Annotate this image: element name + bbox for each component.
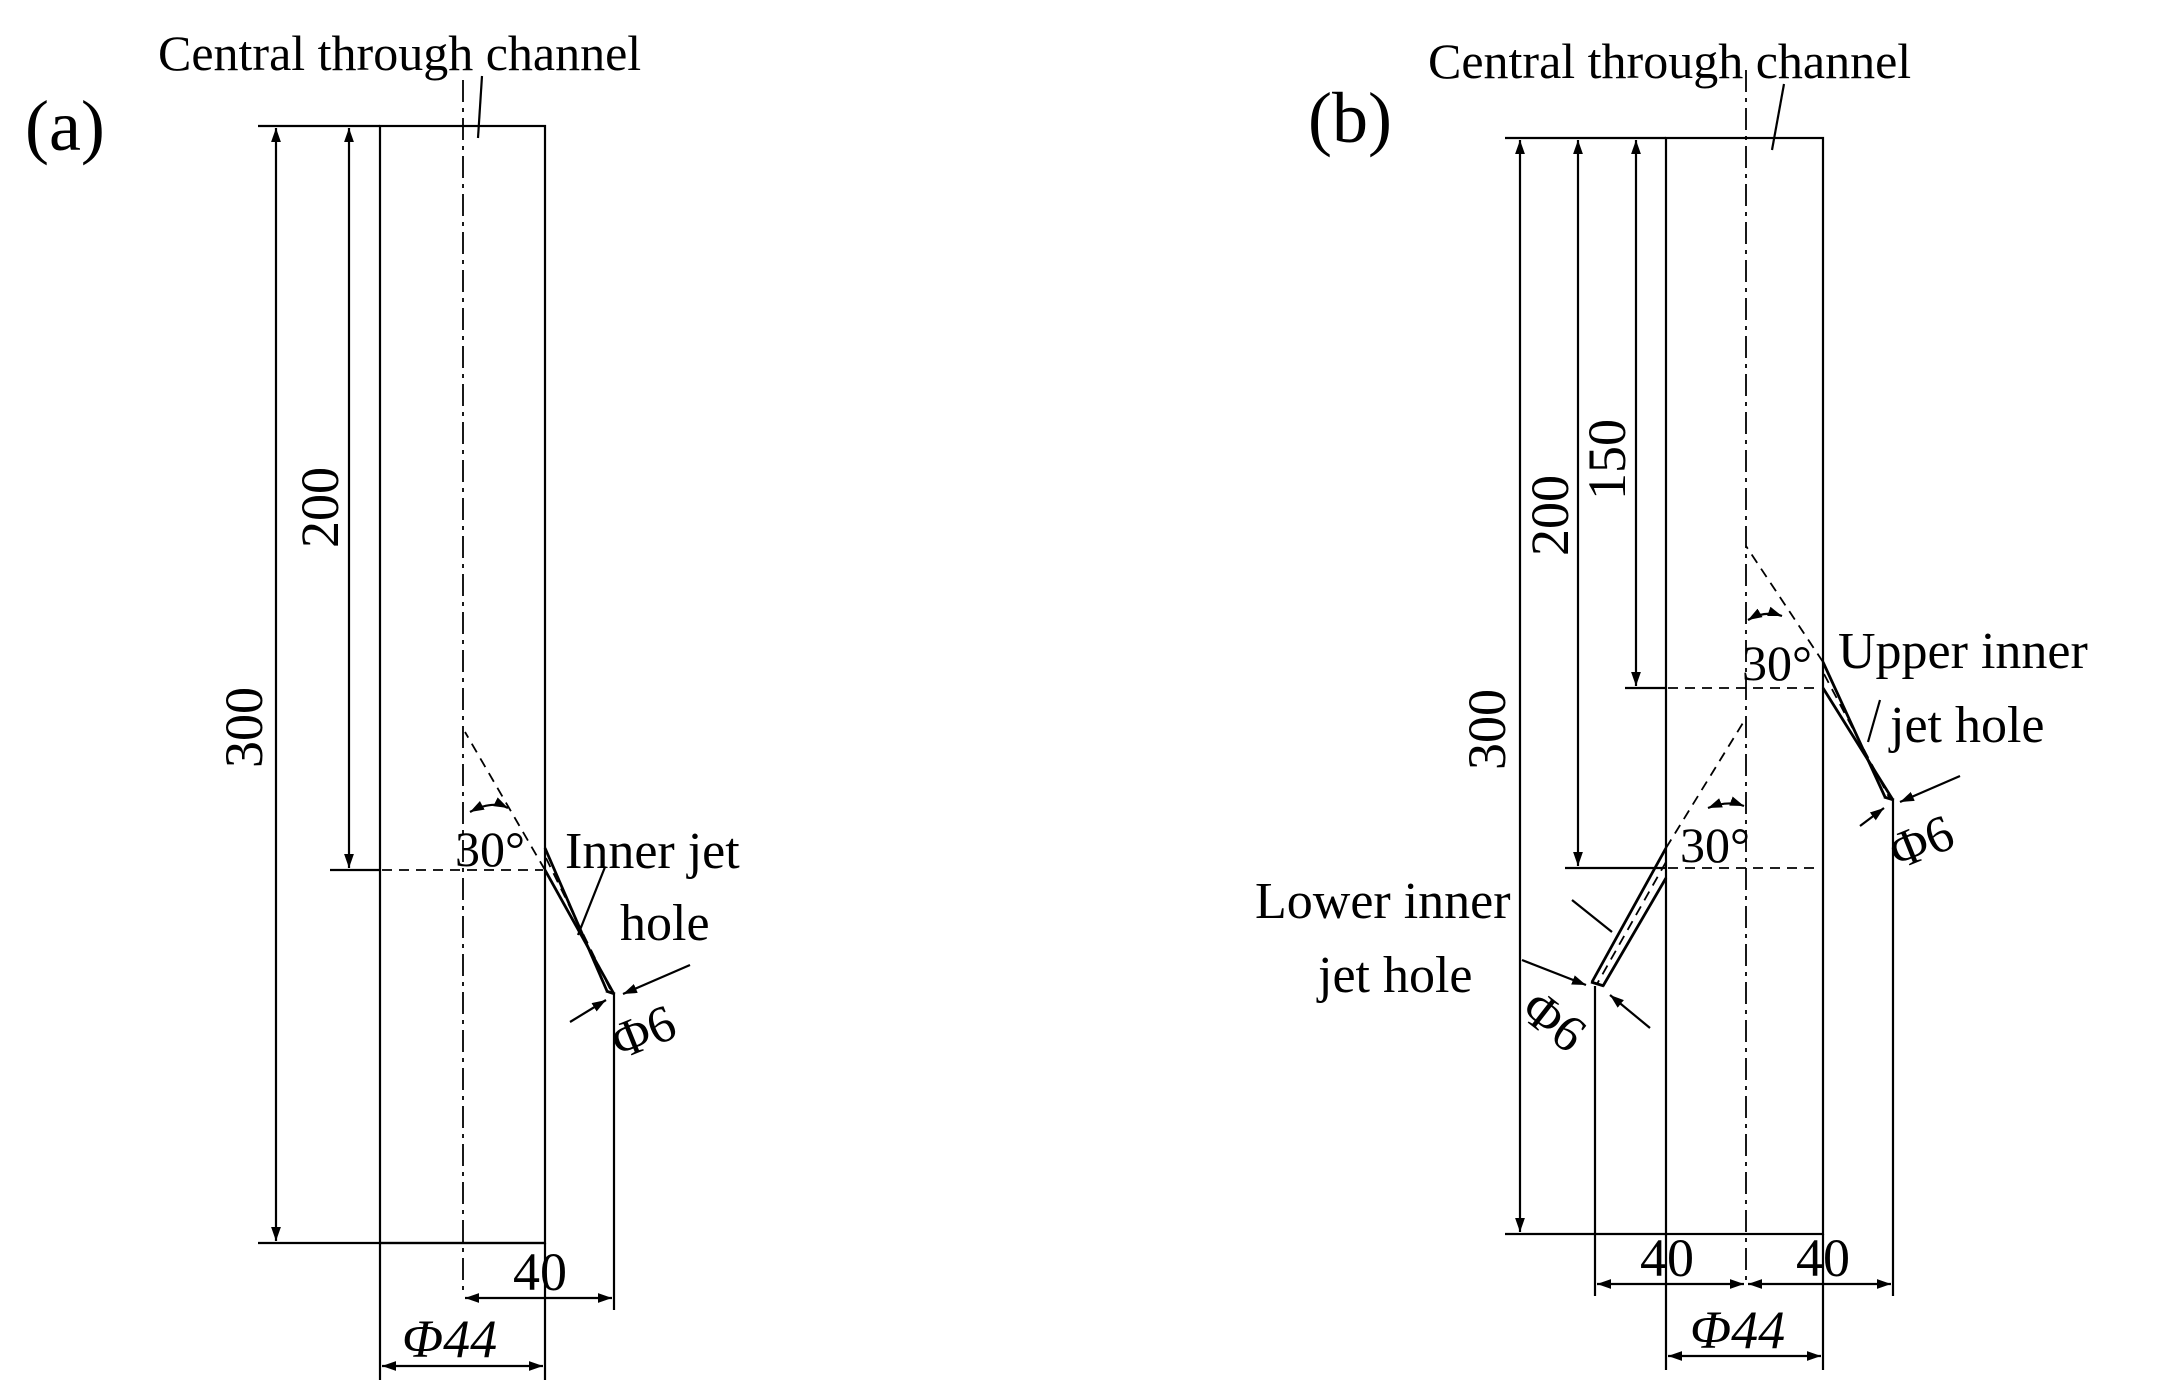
panel-b-label: (b) — [1308, 78, 1392, 158]
panel-b-dim-phi44: Φ44 — [1690, 1300, 1785, 1360]
panel-b-lower-hole-leader — [1571, 899, 1613, 933]
panel-b-lower-angle-label: 30° — [1680, 817, 1750, 873]
panel-b-lower-phi6-label: Φ6 — [1511, 980, 1597, 1064]
panel-b-lower-jet-hole — [1590, 847, 1668, 988]
panel-b-dim-200: 200 — [1520, 475, 1580, 556]
panel-b-upper-hole-label-1: Upper inner — [1838, 623, 2088, 680]
panel-a-phi6-arrow-1 — [569, 999, 607, 1023]
panel-a-dim-phi44: Φ44 — [402, 1309, 497, 1369]
panel-a-hole-label-1: Inner jet — [565, 823, 740, 880]
panel-b-dim-150: 150 — [1577, 419, 1637, 500]
panel-b-body — [1664, 136, 1825, 1236]
panel-b-upper-axis-projection — [1745, 545, 1824, 663]
panel-b-upper-jet-hole — [1821, 661, 1895, 802]
panel-b-upper-angle-label: 30° — [1742, 635, 1812, 691]
panel-a: (a) Central through channel Inner jet ho… — [25, 25, 740, 1380]
panel-b-upper-angle-arc — [1747, 606, 1783, 621]
panel-b-lower-phi6-arrow-2 — [1609, 994, 1651, 1029]
panel-a-phi6-arrow-2 — [622, 963, 691, 996]
panel-b-upper-hole-leader — [1866, 699, 1882, 743]
panel-a-hole-leader — [576, 866, 607, 936]
panel-a-dim-200: 200 — [290, 467, 350, 548]
panel-b-channel-label: Central through channel — [1428, 33, 1911, 89]
panel-b-lower-phi6-arrow-1 — [1521, 958, 1587, 987]
panel-b-lower-hole-label-1: Lower inner — [1255, 873, 1511, 930]
panel-a-phi6-label: Φ6 — [603, 994, 684, 1071]
panel-b-channel-leader — [1770, 83, 1786, 151]
panel-a-angle-arc — [469, 797, 509, 813]
panel-a-label: (a) — [25, 86, 105, 166]
panel-a-dim-300: 300 — [214, 687, 274, 768]
panel-b-lower-axis-projection — [1665, 717, 1747, 849]
panel-b-upper-phi6-arrow-1 — [1859, 807, 1885, 827]
panel-a-dim-40: 40 — [513, 1242, 567, 1302]
panel-a-hole-axis-projection — [464, 731, 546, 871]
panel-b-dim-300: 300 — [1457, 689, 1517, 770]
panel-b-lower-angle-arc — [1707, 796, 1745, 810]
panel-a-channel-label: Central through channel — [158, 25, 641, 81]
panel-a-hole-label-2: hole — [620, 895, 710, 952]
panel-b: (b) Central through channel Upper inner … — [1255, 33, 2088, 1370]
panel-a-channel-leader — [476, 75, 484, 139]
panel-a-angle-label: 30° — [455, 821, 525, 877]
panel-b-upper-phi6-arrow-2 — [1899, 774, 1961, 804]
panel-b-lower-hole-label-2: jet hole — [1316, 947, 1473, 1004]
panel-b-upper-hole-label-2: jet hole — [1888, 697, 2045, 754]
